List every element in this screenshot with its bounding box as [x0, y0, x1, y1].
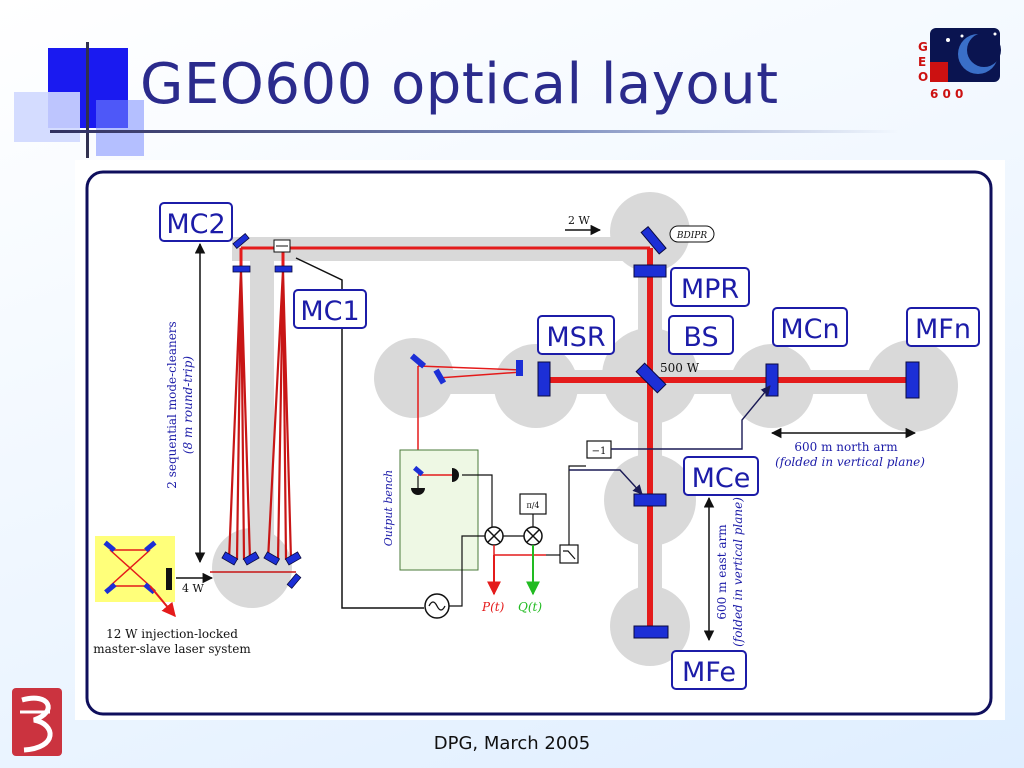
output-bench-label: Output bench	[382, 470, 395, 546]
label-bs: BS	[683, 322, 718, 353]
logo-letter-g: G	[918, 40, 928, 54]
mixer-q-cross	[526, 529, 540, 543]
east-arm-caption-line2: (folded in vertical plane)	[731, 497, 745, 647]
component-labels: MC2 MC1 MPR MSR BS MCn MFn MCe MFe	[159, 202, 980, 690]
power-2w-label: 2 W	[568, 214, 590, 227]
label-msr: MSR	[546, 322, 605, 353]
output-bench-optics	[411, 465, 459, 495]
bdipr-label: BDIPR	[676, 231, 707, 241]
deco-vertical-line	[86, 42, 89, 158]
oscillator-wave	[428, 601, 446, 611]
laser-caption-line2: master-slave laser system	[93, 642, 251, 656]
mixer-p-cross	[487, 529, 501, 543]
diagram-frame	[85, 170, 993, 716]
phase-shifter-label: π/4	[526, 501, 539, 510]
feedback-mcn-line	[611, 385, 771, 450]
label-mpr: MPR	[681, 274, 739, 305]
output-bench	[399, 449, 479, 571]
label-mc1: MC1	[300, 296, 359, 327]
deco-square-light	[14, 92, 80, 142]
filter-symbol	[563, 550, 576, 560]
feedback-mce-line	[569, 469, 643, 495]
q-signal-label: Q(t)	[518, 600, 542, 614]
laser-caption-line1: 12 W injection-locked	[106, 627, 238, 641]
laser-cavity	[109, 549, 151, 587]
laser-mirrors	[103, 540, 157, 595]
slide-title: GEO600 optical layout	[140, 52, 779, 117]
title-rule	[50, 130, 900, 133]
laser-leak-beam	[149, 585, 176, 618]
laser-output-element	[166, 568, 172, 590]
laser-4w-label: 4 W	[182, 582, 204, 595]
label-mfn: MFn	[915, 314, 971, 345]
mode-cleaner-caption-line2: (8 m round-trip)	[181, 356, 195, 455]
north-arm-caption-line1: 600 m north arm	[794, 440, 898, 454]
north-arm-caption-line2: (folded in vertical plane)	[775, 455, 925, 469]
mc1-control-line	[295, 257, 424, 609]
oscillator-line	[449, 535, 485, 607]
logo-letter-o: O	[918, 70, 928, 84]
mode-cleaner-mirrors	[221, 232, 302, 589]
east-arm-caption-line1: 600 m east arm	[715, 524, 729, 620]
society-logo	[12, 688, 62, 756]
label-mcn: MCn	[780, 314, 839, 345]
power-500w-label: 500 W	[660, 361, 700, 375]
geo600-logo: G E O 6 0 0	[918, 28, 1001, 101]
main-optics	[537, 225, 920, 639]
logo-letter-e: E	[918, 55, 926, 69]
mode-cleaner-caption-line1: 2 sequential mode-cleaners	[165, 321, 179, 488]
label-mfe: MFe	[682, 657, 736, 688]
bdipr-box	[669, 225, 715, 243]
inverter-label: −1	[592, 446, 607, 457]
p-signal-label: P(t)	[481, 600, 505, 614]
filter-output-line	[568, 465, 586, 545]
slide-footer: DPG, March 2005	[433, 733, 591, 754]
filter-box	[559, 544, 579, 564]
label-mce: MCe	[692, 463, 751, 494]
photodiode-line	[462, 474, 493, 528]
mode-cleaner-beams	[210, 269, 296, 573]
deco-square-pale	[96, 100, 144, 156]
label-mc2: MC2	[166, 209, 225, 240]
logo-digits: 6 0 0	[930, 87, 963, 101]
